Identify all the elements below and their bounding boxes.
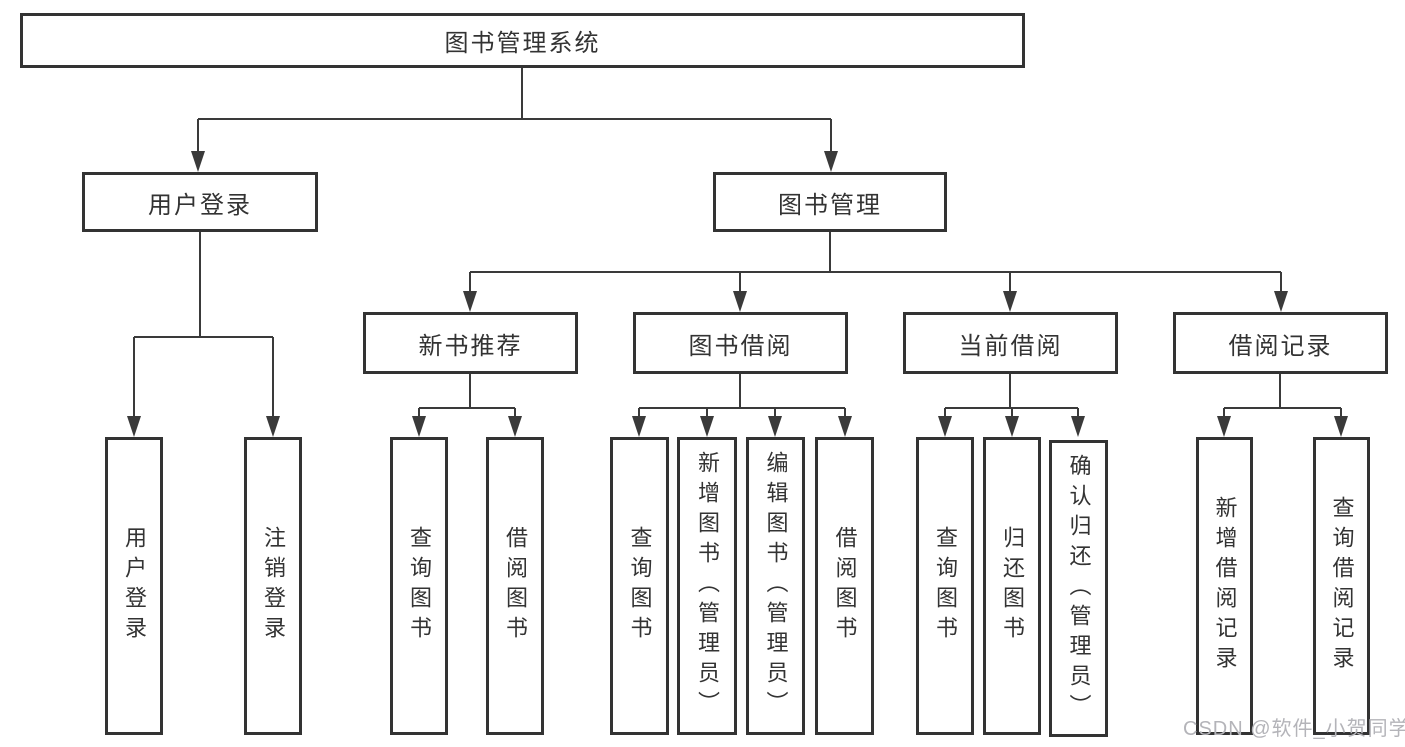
leaf-query-books-3: 查询图书 bbox=[916, 437, 974, 735]
node-label: 图书管理系统 bbox=[444, 30, 601, 57]
leaf-logout: 注销登录 bbox=[244, 437, 302, 735]
leaf-query-books-2: 查询图书 bbox=[610, 437, 669, 735]
leaf-borrow-books-1: 借阅图书 bbox=[486, 437, 544, 735]
node-label: 借阅图书 bbox=[832, 526, 858, 646]
node-label: 图书管理 bbox=[778, 191, 882, 219]
node-label: 查询图书 bbox=[933, 526, 958, 646]
leaf-return-books: 归还图书 bbox=[983, 437, 1041, 735]
node-label: 借阅记录 bbox=[1228, 332, 1333, 360]
node-root-library-system: 图书管理系统 bbox=[20, 13, 1025, 68]
node-label: 新增借阅记录 bbox=[1212, 496, 1238, 676]
leaf-user-login: 用户登录 bbox=[105, 437, 163, 735]
node-label: 查询图书 bbox=[627, 526, 653, 646]
node-label: 新书推荐 bbox=[418, 332, 523, 360]
node-book-borrow: 图书借阅 bbox=[633, 312, 848, 374]
node-label: 编辑图书（管理员） bbox=[763, 451, 789, 721]
node-borrow-records: 借阅记录 bbox=[1173, 312, 1388, 374]
node-label: 借阅图书 bbox=[503, 526, 528, 646]
node-label: 查询图书 bbox=[407, 526, 432, 646]
node-label: 新增图书（管理员） bbox=[695, 451, 720, 721]
node-label: 图书借阅 bbox=[688, 332, 793, 360]
node-new-book-recommend: 新书推荐 bbox=[363, 312, 578, 374]
node-label: 注销登录 bbox=[261, 526, 286, 646]
leaf-query-books-1: 查询图书 bbox=[390, 437, 448, 735]
node-user-login: 用户登录 bbox=[82, 172, 318, 232]
csdn-watermark: CSDN @软件_小贺同学 bbox=[1183, 718, 1405, 740]
leaf-query-borrow-record: 查询借阅记录 bbox=[1313, 437, 1370, 735]
node-label: 确认归还（管理员） bbox=[1066, 453, 1092, 724]
node-label: 用户登录 bbox=[148, 191, 252, 219]
leaf-add-borrow-record: 新增借阅记录 bbox=[1196, 437, 1253, 735]
node-label: 当前借阅 bbox=[958, 332, 1063, 360]
node-current-borrow: 当前借阅 bbox=[903, 312, 1118, 374]
node-label: 查询借阅记录 bbox=[1329, 496, 1355, 676]
leaf-confirm-return-admin: 确认归还（管理员） bbox=[1049, 440, 1108, 737]
leaf-add-book-admin: 新增图书（管理员） bbox=[677, 437, 737, 735]
node-label: 归还图书 bbox=[1000, 526, 1025, 646]
node-book-management: 图书管理 bbox=[713, 172, 947, 232]
leaf-borrow-books-2: 借阅图书 bbox=[815, 437, 874, 735]
leaf-edit-book-admin: 编辑图书（管理员） bbox=[746, 437, 805, 735]
node-label: 用户登录 bbox=[122, 526, 147, 646]
